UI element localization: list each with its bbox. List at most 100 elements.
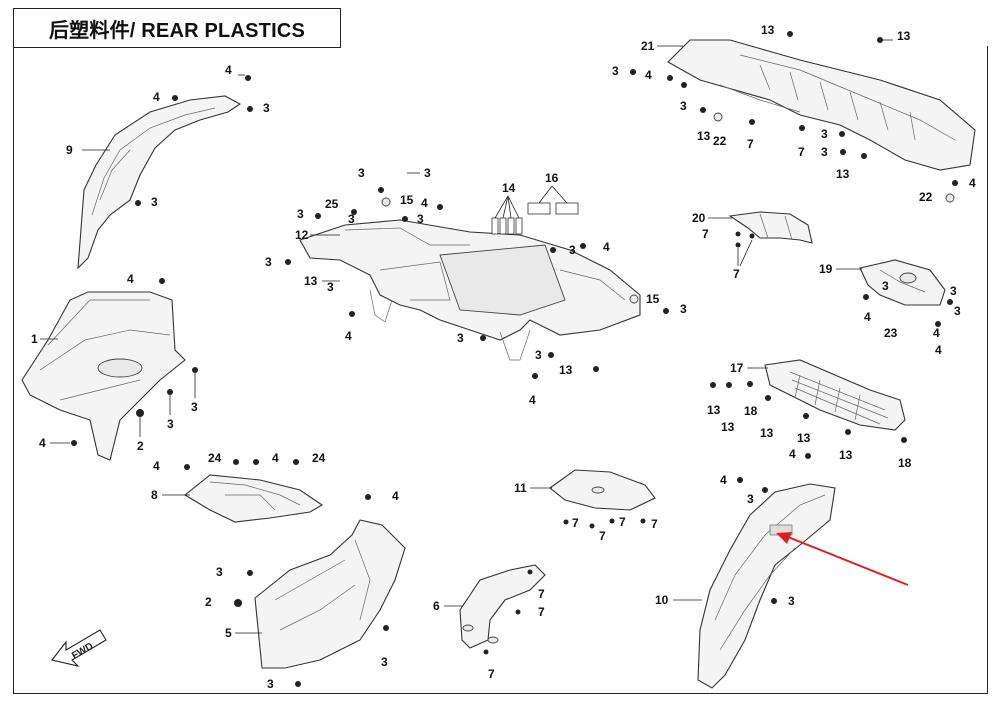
callout-4: 4 [935, 343, 942, 357]
callout-4: 4 [720, 473, 727, 487]
callout-13: 13 [707, 403, 721, 417]
callout-22: 22 [919, 190, 933, 204]
callout-13: 13 [304, 274, 318, 288]
callout-3: 3 [680, 99, 687, 113]
callout-15: 15 [400, 193, 414, 207]
callout-6: 6 [433, 599, 440, 613]
part-8-lower-plate [184, 474, 324, 523]
part-11-center-plate [549, 469, 656, 511]
callout-3: 3 [788, 594, 795, 608]
title-box: 后塑料件/ REAR PLASTICS [13, 8, 341, 48]
callout-21: 21 [641, 39, 655, 53]
callout-7: 7 [702, 227, 709, 241]
callout-7: 7 [599, 529, 606, 543]
callout-3: 3 [680, 302, 687, 316]
callout-24: 24 [208, 451, 222, 465]
callout-3: 3 [267, 677, 274, 691]
callout-2: 2 [205, 595, 212, 609]
callout-3: 3 [358, 166, 365, 180]
callout-3: 3 [297, 207, 304, 221]
callout-24: 24 [312, 451, 326, 465]
fwd-arrow: FWD [51, 629, 107, 667]
part-20-bracket [728, 211, 813, 244]
callout-3: 3 [457, 331, 464, 345]
callout-7: 7 [747, 137, 754, 151]
part-5-lower-side-panel [254, 519, 406, 669]
callout-13: 13 [836, 167, 850, 181]
callout-15: 15 [646, 292, 660, 306]
diagram-frame [13, 46, 988, 694]
callout-3: 3 [424, 166, 431, 180]
callout-4: 4 [789, 447, 796, 461]
callout-1: 1 [31, 332, 38, 346]
callout-7: 7 [651, 517, 658, 531]
callout-13: 13 [839, 448, 853, 462]
callout-19: 19 [819, 262, 833, 276]
callout-4: 4 [392, 489, 399, 503]
callout-16: 16 [545, 171, 559, 185]
part-21-rear-bumper [667, 39, 976, 171]
callout-22: 22 [713, 134, 727, 148]
callout-4: 4 [969, 176, 976, 190]
callout-5: 5 [225, 626, 232, 640]
part-19-side-bracket [859, 259, 946, 306]
callout-4: 4 [153, 90, 160, 104]
part-17-grille [764, 359, 906, 431]
callout-3: 3 [167, 417, 174, 431]
callout-3: 3 [954, 304, 961, 318]
callout-13: 13 [697, 129, 711, 143]
callout-3: 3 [263, 101, 270, 115]
callout-3: 3 [535, 348, 542, 362]
callout-8: 8 [151, 488, 158, 502]
callout-4: 4 [153, 459, 160, 473]
callout-3: 3 [216, 565, 223, 579]
callout-4: 4 [603, 240, 610, 254]
callout-10: 10 [655, 593, 669, 607]
callout-4: 4 [345, 329, 352, 343]
callout-13: 13 [760, 426, 774, 440]
callout-3: 3 [821, 145, 828, 159]
callout-18: 18 [744, 404, 758, 418]
callout-11: 11 [514, 481, 527, 495]
callout-3: 3 [265, 255, 272, 269]
callout-2: 2 [137, 439, 144, 453]
callout-4: 4 [529, 393, 536, 407]
callout-7: 7 [572, 516, 579, 530]
callout-13: 13 [559, 363, 573, 377]
part-9-rear-fender-strip [77, 95, 242, 270]
callout-25: 25 [325, 197, 339, 211]
callout-4: 4 [933, 326, 940, 340]
callout-3: 3 [381, 655, 388, 669]
callout-13: 13 [797, 431, 811, 445]
callout-4: 4 [645, 68, 652, 82]
callout-3: 3 [348, 212, 355, 226]
callout-3: 3 [191, 400, 198, 414]
callout-4: 4 [421, 196, 428, 210]
callout-4: 4 [127, 272, 134, 286]
callout-3: 3 [612, 64, 619, 78]
highlight-arrow [776, 532, 909, 586]
callout-7: 7 [798, 145, 805, 159]
callout-7: 7 [619, 515, 626, 529]
part-1-rear-side-panel [21, 291, 186, 461]
fwd-label: FWD [70, 641, 95, 662]
callout-17: 17 [730, 361, 744, 375]
callout-3: 3 [327, 280, 334, 294]
callout-4: 4 [272, 451, 279, 465]
callout-14: 14 [502, 181, 516, 195]
callout-3: 3 [417, 212, 424, 226]
callout-3: 3 [882, 279, 889, 293]
callout-4: 4 [39, 436, 46, 450]
callout-3: 3 [821, 127, 828, 141]
callout-12: 12 [295, 228, 309, 242]
part-10-rear-fender-right [697, 483, 836, 689]
callout-4: 4 [864, 310, 871, 324]
callout-3: 3 [747, 492, 754, 506]
part-6-small-bracket [459, 564, 546, 649]
callout-18: 18 [898, 456, 912, 470]
callout-9: 9 [66, 143, 73, 157]
callout-13: 13 [897, 29, 911, 43]
callout-13: 13 [721, 420, 735, 434]
